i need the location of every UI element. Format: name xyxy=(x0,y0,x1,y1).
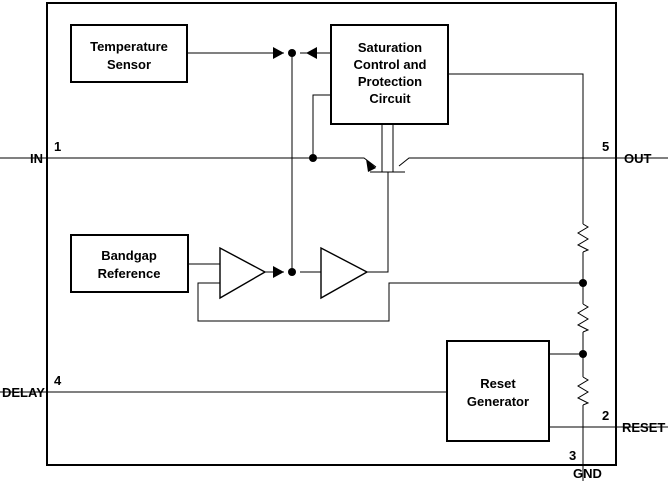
error-amplifier-2 xyxy=(320,246,369,300)
saturation-control-label-1: Saturation xyxy=(358,40,422,55)
saturation-control-label-3: Protection xyxy=(358,74,422,89)
wire-amp2-out xyxy=(367,182,389,273)
saturation-control-label-4: Circuit xyxy=(369,91,411,106)
wire-amp1-feedback xyxy=(197,282,583,322)
wire-in-feedback xyxy=(312,94,331,158)
pin-gnd-name: GND xyxy=(573,466,602,481)
reset-generator-label-1: Reset xyxy=(480,376,516,391)
reset-generator-block: Reset Generator xyxy=(446,340,550,442)
arrow-sat-node xyxy=(306,47,317,59)
bandgap-reference-block: Bandgap Reference xyxy=(70,234,189,293)
resistor-r2 xyxy=(576,303,590,333)
transistor-emitter-arrow xyxy=(366,159,376,172)
pin-gnd-number: 3 xyxy=(569,448,576,463)
temperature-sensor-label-2: Sensor xyxy=(107,57,151,72)
arrow-amp1-node xyxy=(273,266,284,278)
pin-in-name: IN xyxy=(30,151,43,166)
temperature-sensor-label-1: Temperature xyxy=(90,39,168,54)
pin-delay-number: 4 xyxy=(54,373,62,388)
pin-in-number: 1 xyxy=(54,139,61,154)
resistor-r1 xyxy=(576,223,590,253)
wire-sat-divider xyxy=(448,73,584,224)
pin-out-name: OUT xyxy=(624,151,652,166)
error-amplifier-1 xyxy=(219,246,267,300)
bandgap-reference-label-1: Bandgap xyxy=(101,248,157,263)
junction-divider-top xyxy=(579,279,587,287)
bandgap-reference-label-2: Reference xyxy=(98,266,161,281)
wire-in-rail xyxy=(0,157,377,168)
junction-divider-mid xyxy=(579,350,587,358)
pin-out-number: 5 xyxy=(602,139,609,154)
arrow-temp-node xyxy=(273,47,284,59)
pin-reset-name: RESET xyxy=(622,420,665,435)
resistor-r3 xyxy=(576,376,590,406)
pin-delay-name: DELAY xyxy=(2,385,45,400)
reset-generator-label-2: Generator xyxy=(467,394,529,409)
temperature-sensor-block: Temperature Sensor xyxy=(70,24,188,83)
pin-reset-number: 2 xyxy=(602,408,609,423)
junction-top-node xyxy=(288,49,296,57)
saturation-control-label-2: Control and xyxy=(354,57,427,72)
wire-out-rail xyxy=(398,157,668,167)
junction-mid-node xyxy=(288,268,296,276)
junction-in-feedback xyxy=(309,154,317,162)
saturation-control-block: Saturation Control and Protection Circui… xyxy=(330,24,449,125)
